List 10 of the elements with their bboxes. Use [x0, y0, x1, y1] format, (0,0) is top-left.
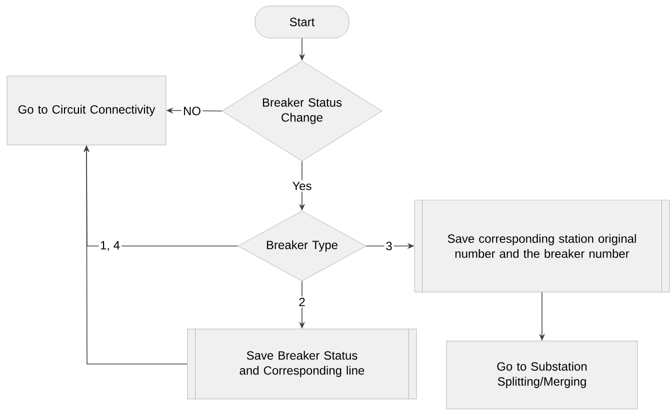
edge-label: NO: [182, 105, 202, 117]
edge-label: 3: [384, 240, 394, 252]
process-box: Go to Circuit Connectivity: [6, 76, 166, 146]
subprocess-box: Save Breaker Status and Corresponding line: [187, 328, 417, 400]
edge-label: 1, 4: [98, 240, 122, 252]
edge-label: 2: [297, 296, 307, 308]
edge-label: Yes: [290, 180, 314, 192]
process-box: Go to Substation Splitting/Merging: [446, 340, 638, 410]
start-terminal: Start: [254, 6, 350, 38]
subprocess-box: Save corresponding station original number and the breaker number: [414, 200, 670, 292]
